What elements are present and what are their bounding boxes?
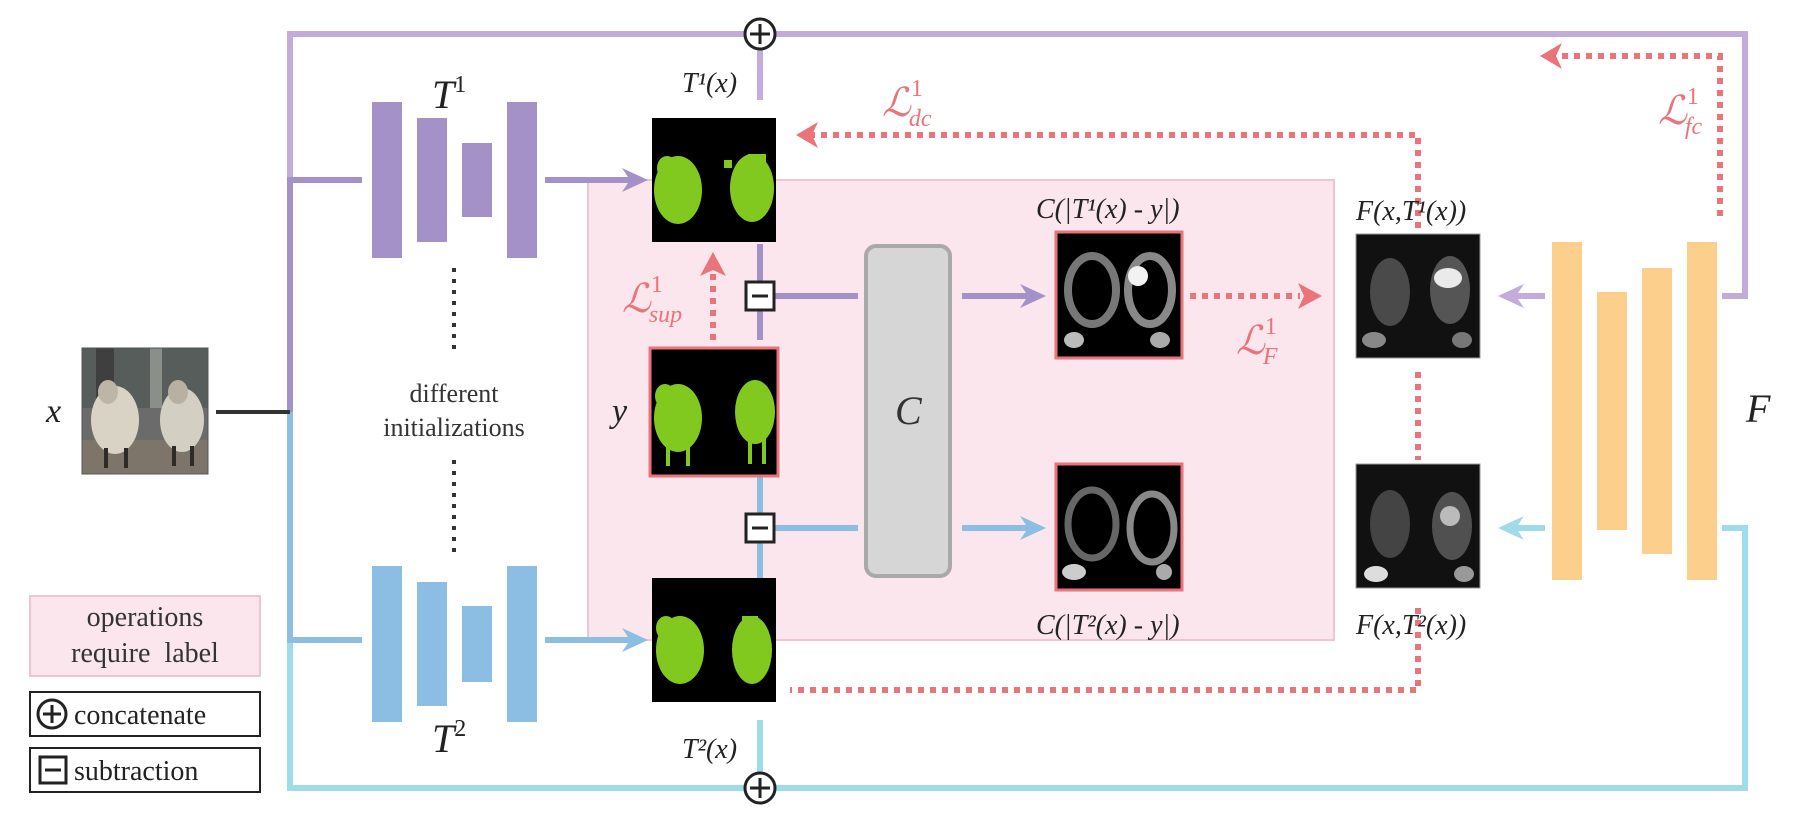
mask-T2x — [652, 578, 776, 702]
legend-label-line1: operations — [87, 602, 204, 633]
square-minus-icon — [38, 755, 68, 785]
loss-fc-path — [1556, 53, 1723, 216]
label-T1: T1 — [432, 72, 466, 117]
label-F: F — [1745, 386, 1771, 431]
label-F-bottom: F(x,T²(x)) — [1355, 610, 1466, 641]
label-different: different — [409, 379, 499, 408]
mask-y — [648, 346, 780, 478]
label-initializations: initializations — [383, 413, 525, 442]
label-T2: T2 — [432, 716, 466, 761]
network-F — [1552, 242, 1717, 580]
legend-subtraction-label: subtraction — [74, 756, 198, 787]
legend-concatenate-label: concatenate — [74, 700, 206, 731]
map-C-bottom — [1054, 462, 1184, 592]
legend-label-box — [29, 595, 261, 677]
concat-bottom-icon — [743, 771, 777, 805]
legend-label-line2: require label — [71, 638, 219, 669]
label-C-bottom: C(|T²(x) - y|) — [1036, 610, 1180, 641]
label-F-top: F(x,T¹(x)) — [1355, 196, 1466, 227]
legend-concatenate-box — [29, 691, 261, 737]
bottom-concat-path — [287, 412, 1748, 791]
label-T1x: T¹(x) — [682, 68, 737, 99]
legend: operations require label concatenate sub… — [29, 595, 261, 793]
map-F-bottom — [1355, 463, 1481, 589]
mask-T1x — [652, 118, 776, 242]
legend-subtraction-box — [29, 747, 261, 793]
circle-plus-icon — [36, 698, 68, 730]
map-F-top — [1355, 233, 1481, 359]
C-module — [864, 244, 952, 578]
concat-top-icon — [743, 17, 777, 51]
label-y: y — [609, 393, 628, 430]
subtract-top-icon — [744, 280, 776, 312]
label-x: x — [45, 393, 61, 430]
top-concat-path — [287, 31, 1748, 412]
label-C: C — [895, 388, 923, 433]
network-T1 — [372, 102, 537, 258]
label-C-top: C(|T¹(x) - y|) — [1036, 194, 1180, 225]
network-T2 — [372, 566, 537, 722]
input-image-x — [81, 347, 209, 475]
subtract-bottom-icon — [744, 512, 776, 544]
map-C-top — [1054, 230, 1184, 360]
loss-dc-path-bottom — [790, 608, 1421, 693]
label-T2x: T²(x) — [682, 734, 737, 765]
